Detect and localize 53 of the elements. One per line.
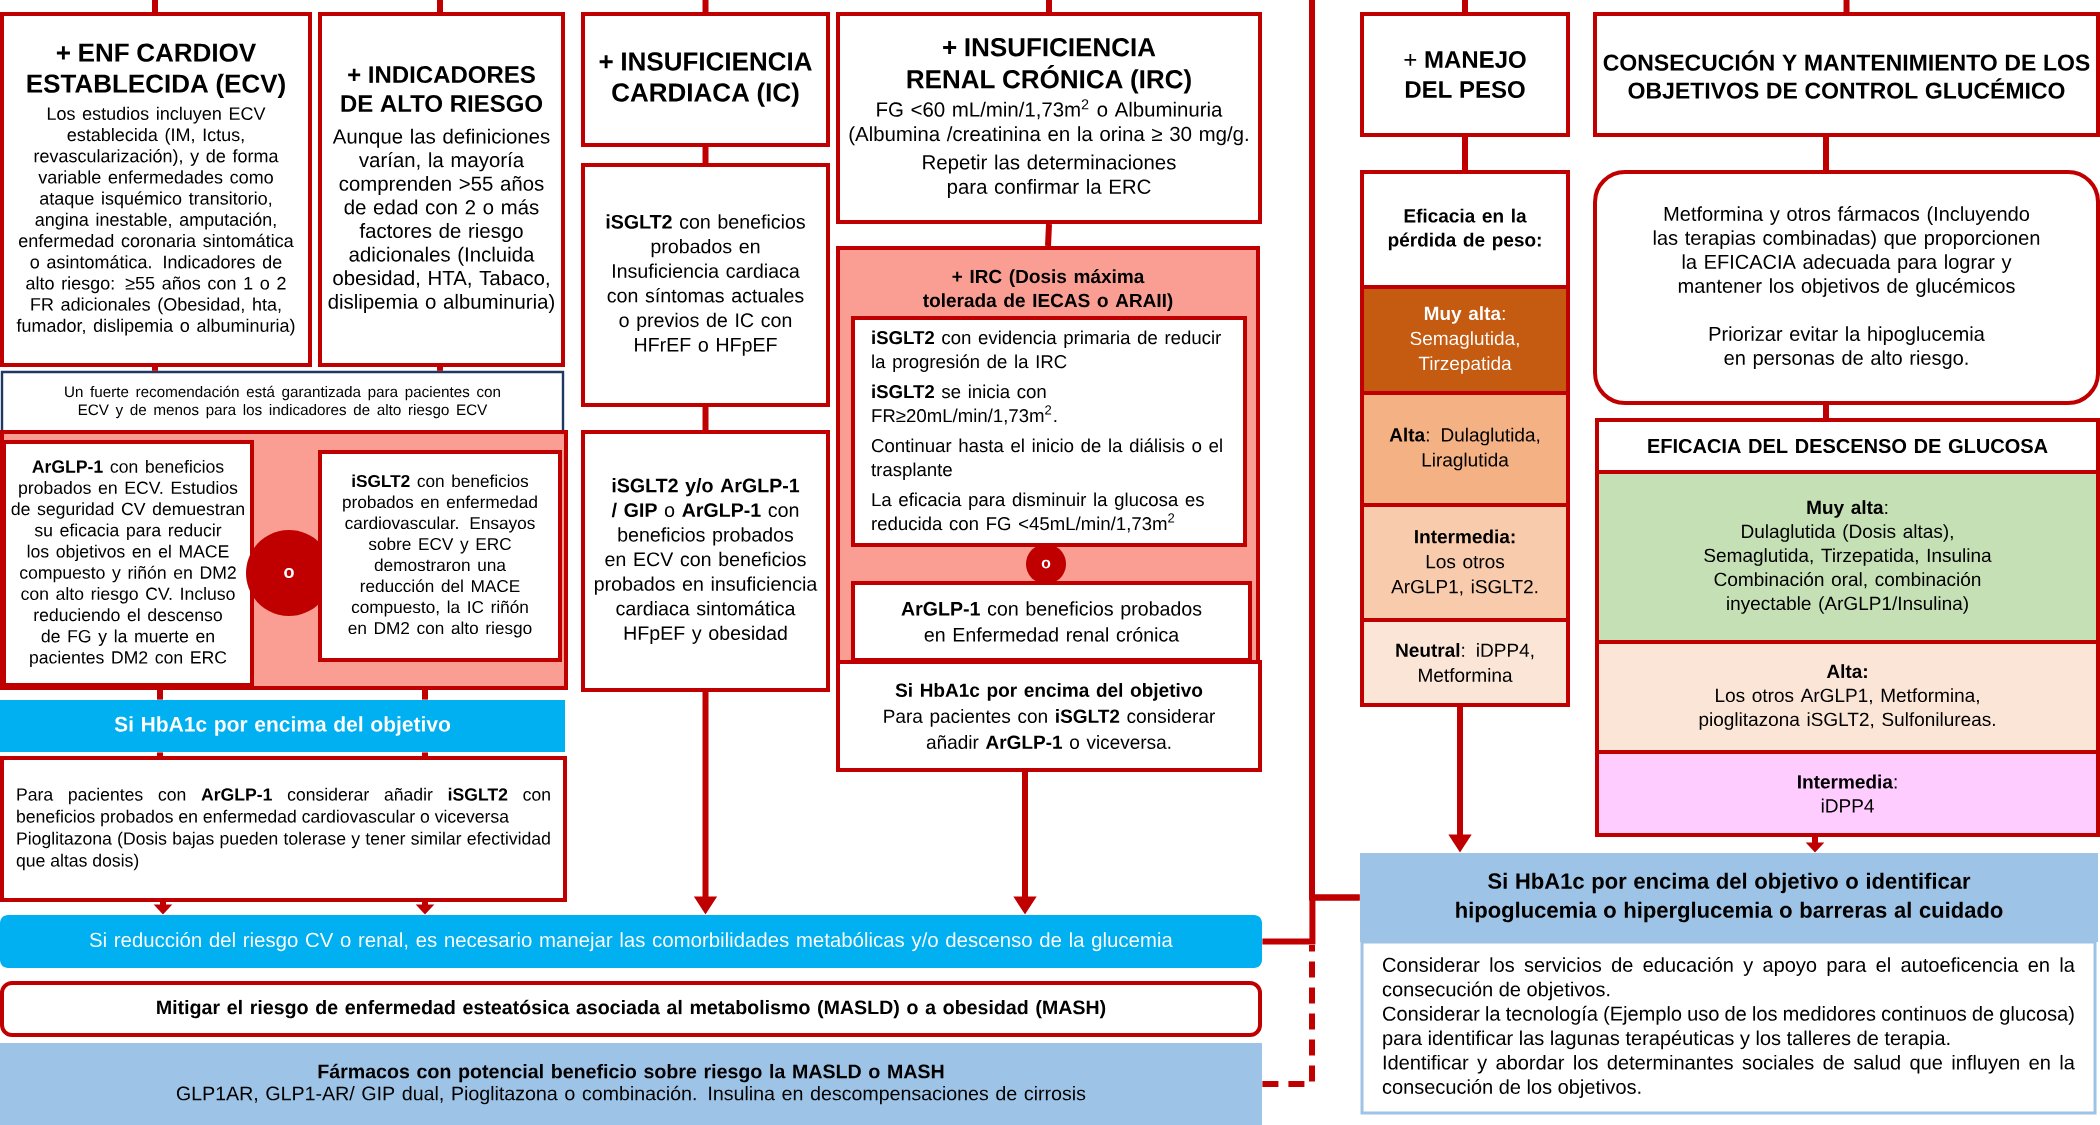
process-box: Fármacos con potencial beneficio sobre riesgo la MASLD o MASH GLP1AR, GLP1-AR/ GIP dual, Pioglitazona o combinación. Insulina en descompensaciones de cirrosis — [0, 1043, 1262, 1125]
level-box: Muy alta: Semaglutida, Tirzepatida — [1360, 285, 1570, 395]
header-box: Si HbA1c por encima del objetivo o identificar hipoglucemia o hiperglucemia o barreras al cuidado — [1360, 853, 2098, 942]
level-box: Alta: Dulaglutida, Liraglutida — [1360, 391, 1570, 507]
note-box: Un fuerte recomendación está garantizada para pacientes con ECV y de menos para los indicadores de alto riesgo ECV — [0, 370, 565, 434]
connector-line — [422, 690, 428, 700]
level-box: Intermedia: Los otros ArGLP1, iSGLT2. — [1360, 503, 1570, 622]
process-box: Eficacia en la pérdida de peso: — [1360, 170, 1570, 289]
node-label: o — [1041, 559, 1051, 569]
connector-line — [437, 367, 443, 371]
process-box: Para pacientes con ArGLP-1 considerar añadir iSGLT2 con beneficios probados en enfermedad cardiovascular o viceversa Pioglitazona (Dosis bajas pueden tolerase y tener similar efectividad que altas dosis) — [0, 756, 567, 902]
connector-line — [422, 752, 428, 756]
connector-line — [1462, 0, 1468, 12]
connector-line — [1823, 137, 1829, 170]
process-box: Mitigar el riesgo de enfermedad esteatósica asociada al metabolismo (MASLD) o a obesidad (MASH) — [0, 981, 1262, 1037]
dashed-line — [1262, 945, 1315, 1087]
process-box: + INSUFICIENCIA CARDIACA (IC) — [581, 12, 830, 147]
level-box: Intermedia: iDPP4 — [1595, 750, 2100, 837]
connector-line — [1309, 0, 1360, 901]
banner: Si HbA1c por encima del objetivo — [0, 700, 565, 752]
process-box: EFICACIA DEL DESCENSO DE GLUCOSA — [1595, 418, 2100, 474]
process-box: ArGLP-1 con beneficios probados en Enfermedad renal crónica — [851, 581, 1252, 662]
banner: Si reducción del riesgo CV o renal, es necesario manejar las comorbilidades metabólicas y/o descenso de la glucemia — [0, 915, 1262, 968]
process-box: Considerar los servicios de educación y apoyo para el autoeficencia en la consecución de objetivos. Considerar la tecnología (Ejemplo uso de los medidores continuos de glucosa) para identificar las lagunas terapéuticas y los talleres de terapia. Identificar y abordar los determinantes sociales de salud que influyen en la consecución de los objetivos. — [1360, 940, 2097, 1115]
process-box: iSGLT2 y/o ArGLP-1 / GIP o ArGLP-1 con beneficios probados en ECV con beneficios probados en insuficiencia cardiaca sintomática HFpEF y obesidad — [581, 430, 830, 692]
process-box: + MANEJO DEL PESO — [1360, 12, 1570, 137]
connector-line — [1045, 223, 1052, 247]
connector-line — [1046, 0, 1052, 12]
connector-line — [152, 0, 158, 12]
connector-line — [702, 147, 709, 163]
connector-line — [1843, 0, 1850, 12]
connector-line — [157, 690, 163, 700]
node-label: o — [284, 568, 294, 578]
level-box: Neutral: iDPP4, Metformina — [1360, 618, 1570, 707]
process-box: iSGLT2 con beneficios probados en Insuficiencia cardiaca con síntomas actuales o previos de IC con HFrEF o HFpEF — [581, 163, 830, 407]
process-box: Metformina y otros fármacos (Incluyendo las terapias combinadas) que proporcionen la EFICACIA adecuada para lograr y mantener los objetivos de glucémicos Priorizar evitar la hipoglucemia en personas de alto riesgo. — [1593, 170, 2100, 405]
process-box: + ENF CARDIOV ESTABLECIDA (ECV) Los estudios incluyen ECV establecida (IM, Ictus, revascularización), y de forma variable enfermedades como ataque isquémico transitorio, angina inestable, amputación, enfermedad coronaria sintomática o asintomática. Indicadores de alto riesgo: ≥55 años con 1 o 2 FR adicionales (Obesidad, hta, fumador, dislipemia o albuminuria) — [0, 12, 312, 367]
connector-line — [152, 367, 158, 371]
connector-line — [702, 407, 709, 430]
level-box: Alta: Los otros ArGLP1, Metformina, pioglitazona iSGLT2, Sulfonilureas. — [1595, 640, 2100, 754]
process-box: ArGLP-1 con beneficios probados en ECV. Estudios de seguridad CV demuestran su eficacia para reducir los objetivos en el MACE compuesto y riñón en DM2 con alto riesgo CV. Incluso reduciendo el descenso de FG y la muerte en pacientes DM2 con ERC — [2, 440, 254, 687]
process-box: iSGLT2 con evidencia primaria de reducir la progresión de la IRC iSGLT2 se inicia con FR≥20mL/min/1,73m$^{2}$. Continuar hasta el inicio de la diálisis o el trasplante La eficacia para disminuir la glucosa es reducida con FG <45mL/min/1,73m$^{2}$ — [851, 316, 1247, 547]
level-box: Muy alta: Dulaglutida (Dosis altas), Semaglutida, Tirzepatida, Insulina Combinación oral, combinación inyectable (ArGLP1/Insulina) — [1595, 470, 2100, 644]
process-box: + INDICADORES DE ALTO RIESGO Aunque las definiciones varían, la mayoría comprenden >55 años de edad con 2 o más factores de riesgo adicionales (Incluida obesidad, HTA, Tabaco, dislipemia o albuminuria) — [318, 12, 565, 367]
connector-line — [1462, 137, 1468, 170]
connector-line — [702, 0, 709, 12]
connector-line — [1823, 405, 1829, 418]
connector-line — [437, 0, 443, 12]
process-box: Si HbA1c por encima del objetivo Para pacientes con iSGLT2 considerar añadir ArGLP-1 o viceversa. — [836, 660, 1262, 772]
process-box: CONSECUCIÓN Y MANTENIMIENTO DE LOS OBJETIVOS DE CONTROL GLUCÉMICO — [1593, 12, 2100, 137]
connector-line — [157, 752, 163, 756]
process-box: + INSUFICIENCIA RENAL CRÓNICA (IRC) FG <60 mL/min/1,73m$^{2}$ o Albuminuria (Albumina /creatinina en la orina ≥ 30 mg/g. Repetir las determinaciones para confirmar la ERC — [836, 12, 1262, 224]
process-box: iSGLT2 con beneficios probados en enfermedad cardiovascular. Ensayos sobre ECV y ERC demostraron una reducción del MACE compuesto, la IC riñón en DM2 con alto riesgo — [318, 450, 562, 662]
